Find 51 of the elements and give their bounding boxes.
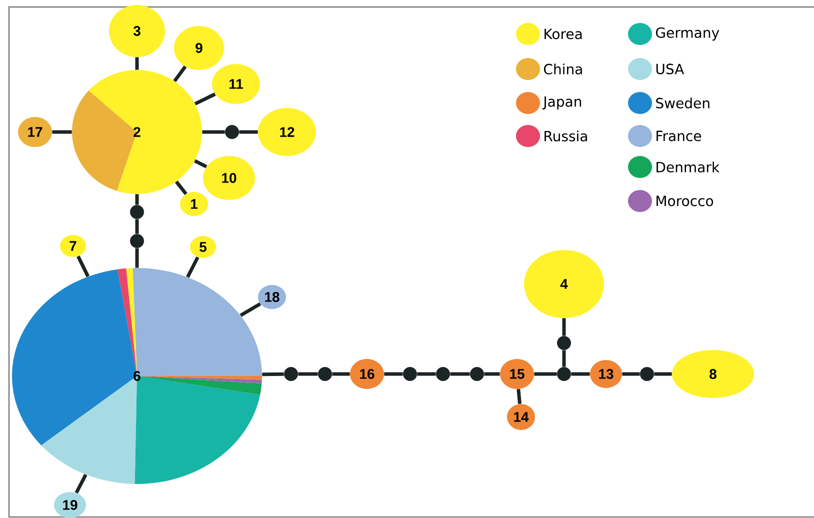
mutation-dot — [318, 366, 332, 381]
network-link — [384, 372, 403, 376]
mutation-dot — [284, 366, 298, 381]
network-link — [76, 256, 90, 278]
legend-label: Korea — [544, 28, 582, 40]
mutation-dot — [130, 205, 144, 219]
mutation-dot — [557, 336, 571, 350]
legend-label: France — [656, 130, 702, 142]
legend-label: Russia — [544, 130, 587, 142]
legend-label: Morocco — [656, 196, 714, 206]
network-link — [450, 372, 470, 376]
network-link — [74, 474, 88, 494]
mutation-dot — [403, 366, 417, 381]
network-link — [516, 388, 522, 404]
network-link — [571, 372, 590, 376]
network-link — [262, 372, 284, 376]
network-link — [202, 130, 225, 134]
legend-label: Sweden — [656, 98, 710, 108]
mutation-dot — [225, 125, 239, 139]
mutation-dot — [436, 366, 450, 381]
legend-label: China — [544, 64, 582, 74]
network-link — [240, 302, 262, 317]
network-link — [135, 194, 139, 205]
network-link — [186, 256, 200, 278]
network-link — [534, 372, 557, 376]
network-link — [239, 130, 258, 134]
network-link — [622, 372, 640, 376]
mutation-dot — [640, 366, 654, 381]
network-link — [194, 92, 216, 106]
network-link — [654, 372, 672, 376]
network-link — [173, 66, 187, 82]
legend-label: Denmark — [656, 162, 720, 172]
network-link — [135, 57, 139, 70]
network-link — [562, 318, 566, 336]
network-link — [135, 219, 139, 234]
network-link — [194, 159, 208, 168]
network-link — [298, 372, 318, 376]
mutation-dot — [557, 366, 571, 381]
network-link — [332, 372, 350, 376]
mutation-dot — [470, 366, 484, 381]
legend-label: Germany — [656, 27, 720, 41]
mutation-dot — [130, 234, 144, 248]
network-link — [52, 130, 72, 134]
legend-label: USA — [656, 64, 684, 74]
haplotype-pie: 2 — [72, 70, 202, 194]
network-link — [484, 372, 500, 376]
network-link — [562, 350, 566, 367]
legend-label: Japan — [542, 96, 582, 110]
network-link — [417, 372, 436, 376]
network-link — [135, 248, 139, 268]
network-link — [174, 180, 188, 195]
